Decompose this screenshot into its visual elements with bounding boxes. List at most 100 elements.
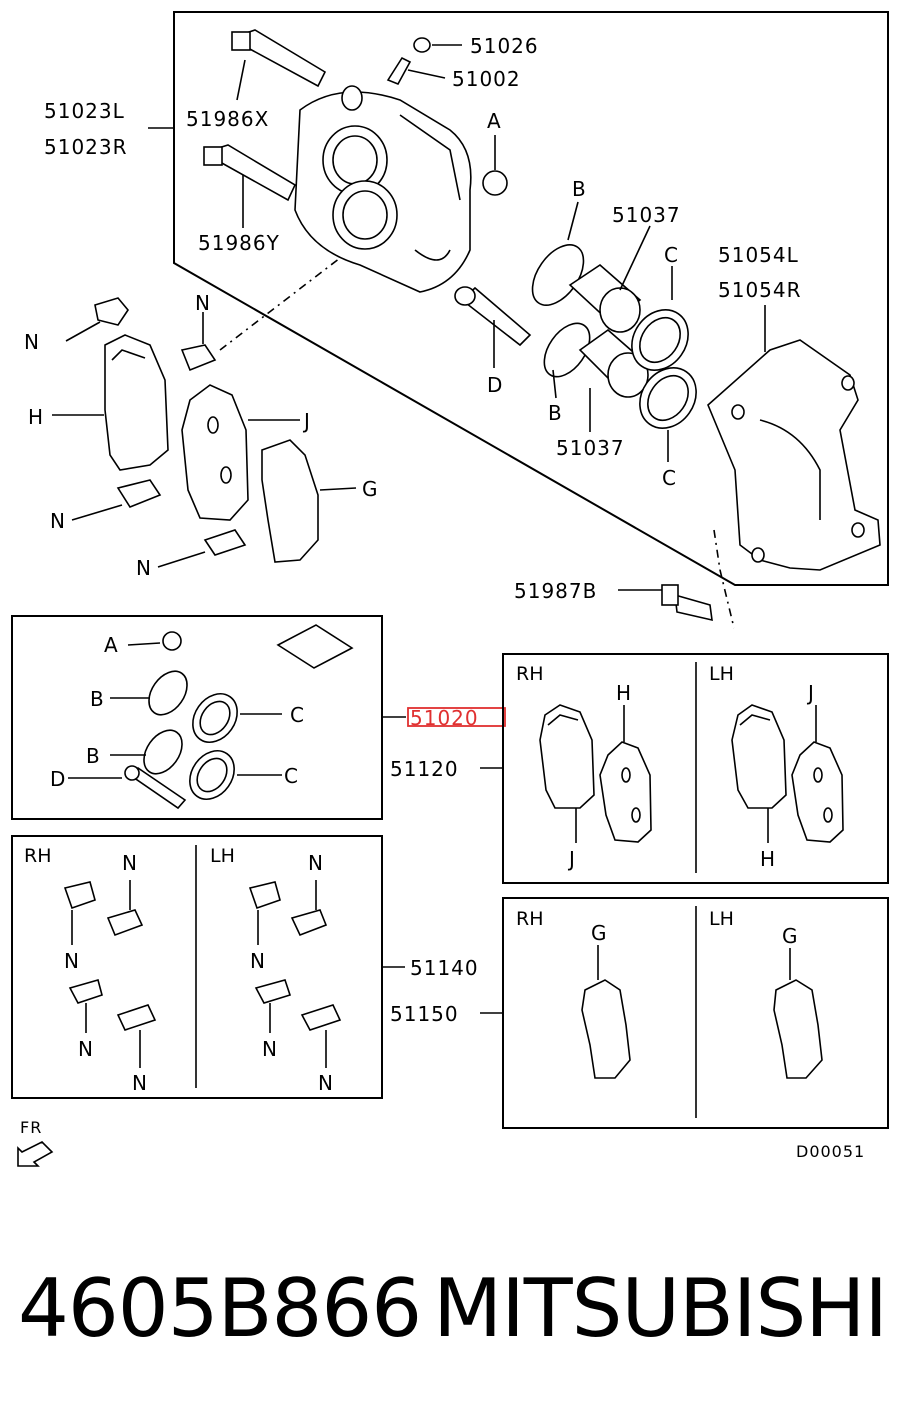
label-51987b: 51987B bbox=[514, 579, 597, 603]
clip-lh-3[interactable] bbox=[254, 979, 292, 1004]
caption-bar: 4605B866 MITSUBISHI bbox=[0, 1262, 909, 1382]
kit-boot-c-1[interactable] bbox=[184, 685, 247, 751]
letter-j-rh: J bbox=[567, 847, 576, 871]
drawing-code: D00051 bbox=[796, 1142, 865, 1161]
pad-rh-h[interactable] bbox=[599, 741, 652, 843]
letter-n-lh-3: N bbox=[262, 1037, 278, 1061]
letter-b-kit-1: B bbox=[90, 687, 105, 711]
clip-rh-label: RH bbox=[24, 845, 52, 867]
letter-c-kit-2: C bbox=[284, 764, 299, 788]
label-51120: 51120 bbox=[390, 757, 459, 781]
caliper-frame bbox=[173, 11, 889, 586]
letter-n-rh-1: N bbox=[64, 949, 80, 973]
dust-boot-c-2[interactable] bbox=[628, 357, 707, 439]
pad-h-left[interactable] bbox=[104, 334, 169, 471]
letter-b-kit-2: B bbox=[86, 744, 101, 768]
letter-j-left: J bbox=[302, 409, 311, 433]
letter-n-rh-4: N bbox=[132, 1071, 148, 1095]
clip-lh-2[interactable] bbox=[290, 909, 328, 937]
label-51023r: 51023R bbox=[44, 135, 128, 159]
front-arrow-icon bbox=[17, 1141, 54, 1167]
guide-pin-y[interactable] bbox=[203, 144, 297, 202]
dust-boot-c-1[interactable] bbox=[620, 299, 699, 381]
letter-g-rh: G bbox=[591, 921, 608, 945]
shim-rh-g[interactable] bbox=[581, 979, 631, 1079]
letter-h-left: H bbox=[28, 405, 44, 429]
shim-rh-label: RH bbox=[516, 908, 544, 930]
kit-nut-a[interactable] bbox=[162, 631, 182, 651]
label-51986x: 51986X bbox=[186, 107, 269, 131]
clip-n-top-left[interactable] bbox=[94, 297, 129, 326]
grease-packet[interactable] bbox=[276, 624, 354, 669]
letter-d-top: D bbox=[487, 373, 503, 397]
pad-lh-label: LH bbox=[709, 663, 734, 685]
pad-rh-j[interactable] bbox=[539, 704, 595, 809]
caliper-body[interactable] bbox=[294, 85, 472, 293]
slide-pin-d[interactable] bbox=[454, 286, 532, 347]
label-51023l: 51023L bbox=[44, 99, 125, 123]
shim-g-left[interactable] bbox=[261, 439, 319, 563]
shim-lh-g[interactable] bbox=[773, 979, 823, 1079]
letter-n-4: N bbox=[136, 556, 152, 580]
clip-rh-4[interactable] bbox=[116, 1004, 157, 1031]
label-51020: 51020 bbox=[410, 706, 479, 730]
letter-h-rh: H bbox=[616, 681, 632, 705]
pad-j-left[interactable] bbox=[181, 384, 249, 521]
label-51002: 51002 bbox=[452, 67, 521, 91]
letter-c-mid: C bbox=[662, 466, 677, 490]
letter-n-1: N bbox=[24, 330, 40, 354]
bleeder-screw[interactable] bbox=[386, 37, 431, 86]
clip-rh-2[interactable] bbox=[106, 909, 144, 937]
letter-g-left: G bbox=[362, 477, 379, 501]
letter-d-kit: D bbox=[50, 767, 66, 791]
clip-rh-3[interactable] bbox=[68, 979, 103, 1004]
label-51054l: 51054L bbox=[718, 243, 799, 267]
piston-upper[interactable] bbox=[568, 263, 642, 333]
label-51026: 51026 bbox=[470, 34, 539, 58]
label-51986y: 51986Y bbox=[198, 231, 280, 255]
letter-n-lh-4: N bbox=[318, 1071, 334, 1095]
letter-n-rh-2: N bbox=[122, 851, 138, 875]
letter-g-lh: G bbox=[782, 924, 799, 948]
label-51054r: 51054R bbox=[718, 278, 802, 302]
letter-h-lh: H bbox=[760, 847, 776, 871]
highlight-51020[interactable] bbox=[407, 707, 506, 727]
letter-a-kit: A bbox=[104, 633, 119, 657]
label-51140: 51140 bbox=[410, 956, 479, 980]
fr-label: FR bbox=[20, 1118, 42, 1137]
guide-pin-x[interactable] bbox=[231, 29, 327, 88]
label-51150: 51150 bbox=[390, 1002, 459, 1026]
seal-b-2[interactable] bbox=[535, 315, 599, 385]
clip-lh-label: LH bbox=[210, 845, 235, 867]
caliper-support-bracket[interactable] bbox=[707, 339, 881, 571]
parts-diagram: 51026 51002 51023L 51023R 51986X 51986Y … bbox=[11, 11, 889, 1167]
pad-lh-j[interactable] bbox=[791, 741, 844, 843]
nut-a[interactable] bbox=[482, 170, 508, 196]
part-number: 4605B866 bbox=[18, 1262, 422, 1355]
label-51037-top: 51037 bbox=[612, 203, 681, 227]
clip-n-bottom-left[interactable] bbox=[116, 479, 162, 508]
clip-n-bottom-mid[interactable] bbox=[203, 529, 247, 556]
clip-lh-4[interactable] bbox=[300, 1004, 342, 1031]
shim-lh-label: LH bbox=[709, 908, 734, 930]
letter-c-kit-1: C bbox=[290, 703, 305, 727]
letter-j-lh: J bbox=[806, 681, 815, 705]
letter-a-top: A bbox=[487, 109, 502, 133]
label-51037-bottom: 51037 bbox=[556, 436, 625, 460]
kit-seal-b-2[interactable] bbox=[136, 723, 190, 781]
brand-name: MITSUBISHI bbox=[433, 1262, 888, 1355]
letter-c-top: C bbox=[664, 243, 679, 267]
bracket-bolt[interactable] bbox=[661, 584, 713, 622]
letter-b-top: B bbox=[572, 177, 587, 201]
clip-rh-1[interactable] bbox=[63, 881, 96, 910]
letter-n-lh-2: N bbox=[308, 851, 324, 875]
clip-n-top-mid[interactable] bbox=[180, 344, 217, 372]
letter-n-3: N bbox=[50, 509, 66, 533]
letter-b-mid: B bbox=[548, 401, 563, 425]
pad-lh-h[interactable] bbox=[731, 704, 787, 809]
kit-seal-b-1[interactable] bbox=[141, 664, 195, 722]
kit-boot-c-2[interactable] bbox=[181, 742, 244, 808]
seal-b-1[interactable] bbox=[522, 236, 594, 315]
clip-lh-1[interactable] bbox=[248, 881, 281, 910]
kit-pin-d[interactable] bbox=[124, 765, 187, 810]
